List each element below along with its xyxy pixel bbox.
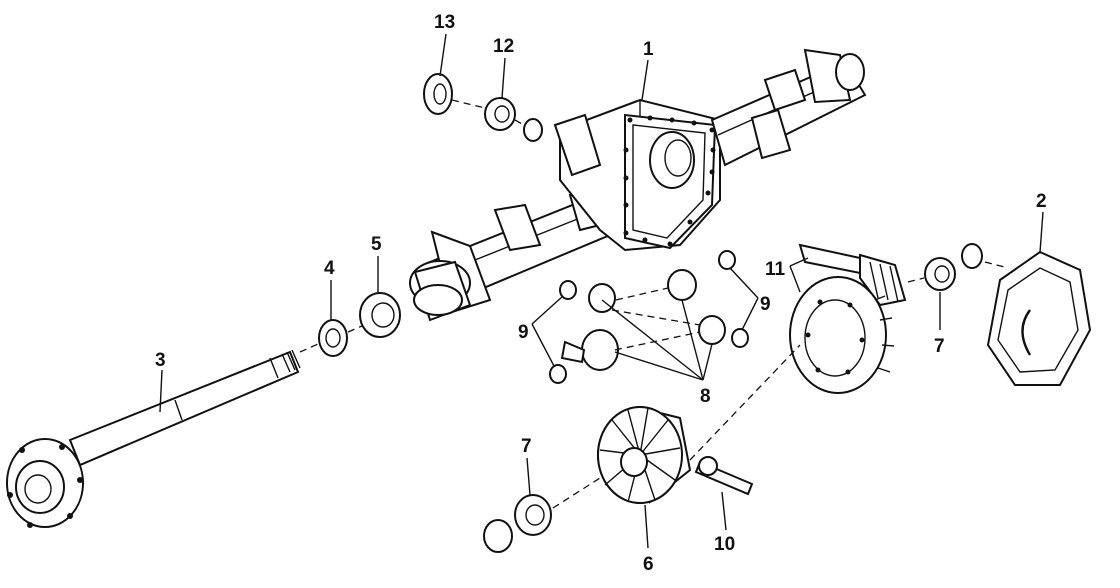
ring-gear — [789, 276, 895, 394]
axle-seal — [318, 319, 348, 357]
pinion-shim — [961, 243, 983, 269]
thrust-washer-4 — [731, 328, 749, 348]
side-gear-left — [560, 329, 619, 371]
axle-shaft — [6, 349, 301, 528]
callout-11: 11 — [765, 259, 786, 280]
callout-12: 12 — [493, 36, 514, 57]
callout-10: 10 — [714, 534, 735, 555]
callout-8: 8 — [700, 386, 711, 407]
pinion-gear-upper-right — [667, 269, 697, 301]
callout-7-right: 7 — [934, 336, 945, 357]
thrust-washer-2 — [549, 364, 567, 384]
callout-5: 5 — [371, 234, 382, 255]
callout-3: 3 — [155, 350, 166, 371]
pinion-bearing-inner — [924, 257, 956, 291]
differential-cover — [986, 250, 1092, 386]
callout-13: 13 — [434, 12, 455, 33]
callout-9-left: 9 — [518, 322, 529, 343]
axle-bearing — [359, 292, 401, 338]
callout-1: 1 — [643, 39, 654, 60]
thrust-washer-1 — [559, 280, 577, 300]
pinion-seal — [423, 73, 453, 115]
pinion-shaft — [694, 456, 754, 496]
side-gear-right — [698, 315, 726, 345]
carrier-shim — [483, 519, 513, 553]
callout-7-left: 7 — [521, 436, 532, 457]
pinion-bearing-outer — [484, 97, 516, 131]
callout-4: 4 — [324, 258, 335, 279]
leader-lines — [159, 33, 1044, 549]
carrier-bearing — [514, 494, 552, 536]
axle-housing — [409, 48, 867, 322]
differential-case — [597, 406, 692, 504]
callout-2: 2 — [1036, 191, 1047, 212]
callout-9-right: 9 — [760, 294, 771, 315]
pinion-spacer — [523, 118, 543, 142]
thrust-washer-3 — [718, 250, 736, 270]
callout-6: 6 — [643, 554, 654, 575]
